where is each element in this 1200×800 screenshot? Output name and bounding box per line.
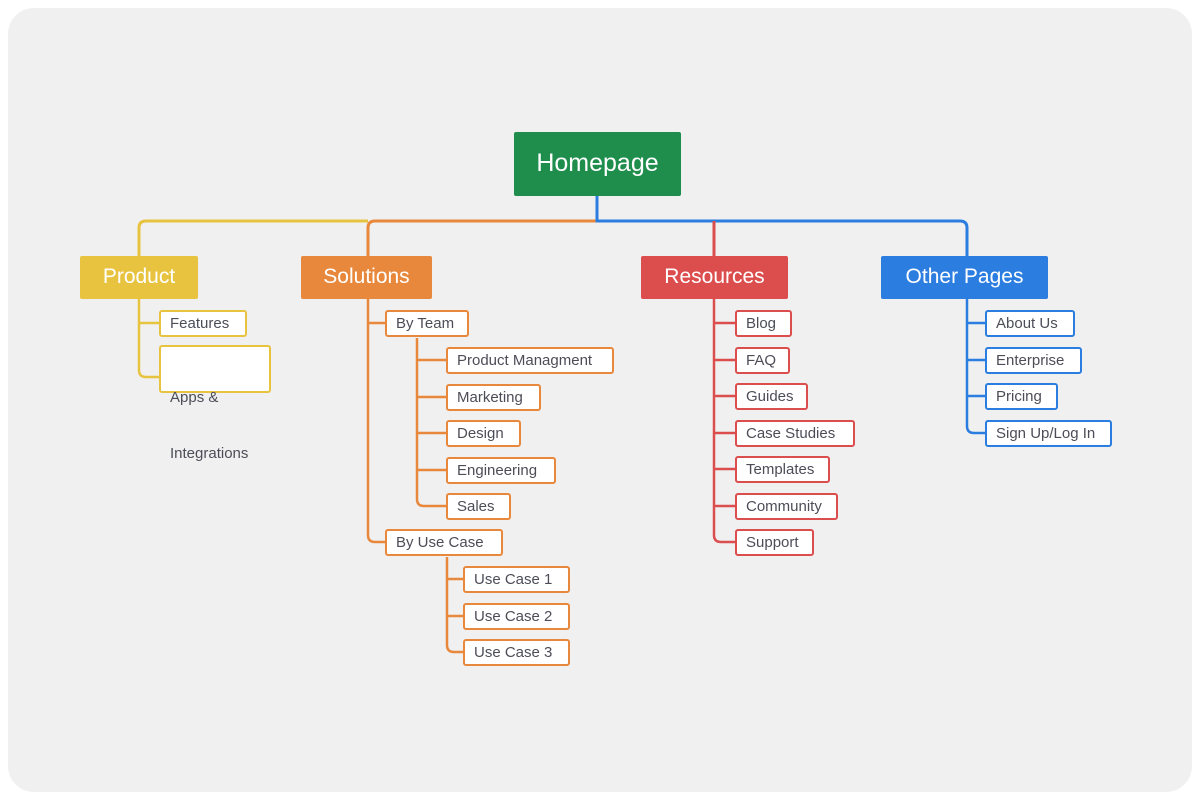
node-templates[interactable]: Templates <box>735 456 830 483</box>
node-support-label: Support <box>746 533 799 551</box>
node-faq[interactable]: FAQ <box>735 347 790 374</box>
node-enterprise-label: Enterprise <box>996 351 1065 369</box>
node-case-studies-label: Case Studies <box>746 424 836 442</box>
node-use-case-1-label: Use Case 1 <box>474 570 553 588</box>
node-features-label: Features <box>170 314 230 332</box>
link-byteam-spine <box>415 338 446 508</box>
link-bus-solutions <box>366 219 597 256</box>
node-community-label: Community <box>746 497 822 515</box>
node-solutions[interactable]: Solutions <box>301 256 432 299</box>
node-use-case-2-label: Use Case 2 <box>474 607 553 625</box>
link-product-spine <box>137 299 159 379</box>
node-engineering[interactable]: Engineering <box>446 457 556 484</box>
link-byusecase-spine <box>445 557 463 654</box>
node-homepage[interactable]: Homepage <box>514 132 681 196</box>
link-resources-spine <box>712 299 735 544</box>
node-marketing[interactable]: Marketing <box>446 384 541 411</box>
node-by-team-label: By Team <box>396 314 455 332</box>
node-apps-integrations-line2: Integrations <box>170 444 249 462</box>
node-by-team[interactable]: By Team <box>385 310 469 337</box>
node-by-use-case[interactable]: By Use Case <box>385 529 503 556</box>
link-bus-product <box>137 219 368 256</box>
node-marketing-label: Marketing <box>457 388 523 406</box>
node-apps-integrations-line1: Apps & <box>170 388 219 406</box>
node-resources-label: Resources <box>664 265 765 289</box>
node-use-case-3-label: Use Case 3 <box>474 643 553 661</box>
node-other-pages[interactable]: Other Pages <box>881 256 1048 299</box>
link-solutions-spine <box>366 299 385 544</box>
node-solutions-label: Solutions <box>323 265 410 289</box>
node-faq-label: FAQ <box>746 351 777 369</box>
node-blog[interactable]: Blog <box>735 310 792 337</box>
node-use-case-2[interactable]: Use Case 2 <box>463 603 570 630</box>
node-guides-label: Guides <box>746 387 794 405</box>
link-bus-other <box>595 212 969 256</box>
node-design[interactable]: Design <box>446 420 521 447</box>
node-about-us[interactable]: About Us <box>985 310 1075 337</box>
node-sign-up-log-in-label: Sign Up/Log In <box>996 424 1096 442</box>
node-sales-label: Sales <box>457 497 495 515</box>
diagram-canvas: Homepage Product Solutions Resources Oth… <box>8 8 1192 792</box>
node-enterprise[interactable]: Enterprise <box>985 347 1082 374</box>
node-resources[interactable]: Resources <box>641 256 788 299</box>
node-product-label: Product <box>102 265 176 289</box>
node-blog-label: Blog <box>746 314 777 332</box>
node-about-us-label: About Us <box>996 314 1058 332</box>
node-product-managment[interactable]: Product Managment <box>446 347 614 374</box>
node-product[interactable]: Product <box>80 256 198 299</box>
node-product-managment-label: Product Managment <box>457 351 593 369</box>
node-sales[interactable]: Sales <box>446 493 511 520</box>
node-support[interactable]: Support <box>735 529 814 556</box>
node-engineering-label: Engineering <box>457 461 538 479</box>
link-other-spine <box>965 299 985 435</box>
node-design-label: Design <box>457 424 504 442</box>
node-homepage-label: Homepage <box>536 149 659 178</box>
node-pricing[interactable]: Pricing <box>985 383 1058 410</box>
node-apps-integrations[interactable]: Apps & Integrations <box>159 345 271 462</box>
node-community[interactable]: Community <box>735 493 838 520</box>
node-case-studies[interactable]: Case Studies <box>735 420 855 447</box>
diagram-stage: Homepage Product Solutions Resources Oth… <box>8 8 1192 792</box>
node-by-use-case-label: By Use Case <box>396 533 484 551</box>
node-pricing-label: Pricing <box>996 387 1042 405</box>
node-templates-label: Templates <box>746 460 815 478</box>
node-use-case-3[interactable]: Use Case 3 <box>463 639 570 666</box>
node-use-case-1[interactable]: Use Case 1 <box>463 566 570 593</box>
node-features[interactable]: Features <box>159 310 247 337</box>
node-sign-up-log-in[interactable]: Sign Up/Log In <box>985 420 1112 447</box>
node-guides[interactable]: Guides <box>735 383 808 410</box>
node-other-pages-label: Other Pages <box>905 265 1024 289</box>
